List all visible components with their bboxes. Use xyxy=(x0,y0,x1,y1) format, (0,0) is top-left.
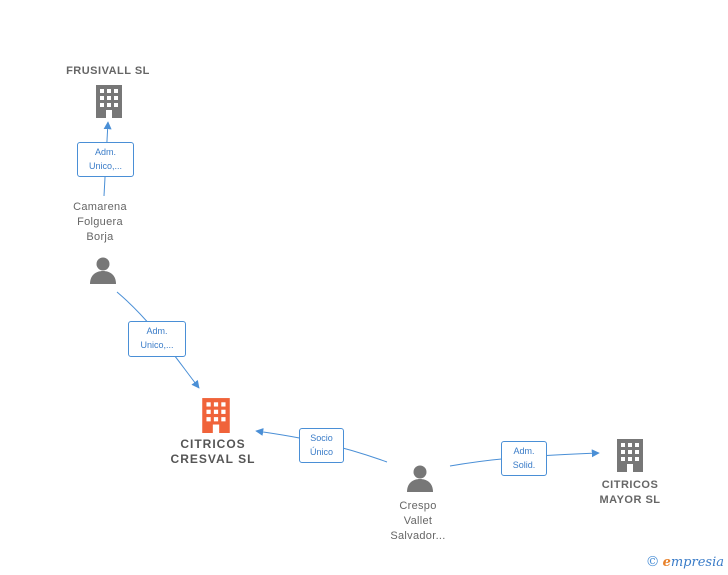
name-line: Crespo xyxy=(399,500,437,512)
person-label-crespo[interactable]: Crespo Vallet Salvador... xyxy=(368,499,468,544)
name-line: CRESVAL SL xyxy=(170,452,256,466)
name-line: Vallet xyxy=(403,515,433,527)
edge-label-line: Adm. xyxy=(513,446,535,456)
person-icon[interactable] xyxy=(406,464,434,492)
edge-label-line: Solid. xyxy=(512,460,536,470)
name-line: Camarena xyxy=(73,201,127,213)
edge-label-line: Unico,... xyxy=(140,340,174,350)
brand-name: mpresia xyxy=(670,555,724,570)
company-label-mayor[interactable]: CITRICOS MAYOR SL xyxy=(580,478,680,508)
company-label-frusivall[interactable]: FRUSIVALL SL xyxy=(66,65,150,77)
company-label-cresval[interactable]: CITRICOS CRESVAL SL xyxy=(153,437,273,467)
name-line: Folguera xyxy=(77,216,123,228)
edge-label-camarena-cresval[interactable]: Adm. Unico,... xyxy=(128,321,186,357)
edge-label-line: Socio xyxy=(310,433,333,443)
edge-label-line: Adm. xyxy=(94,147,116,157)
building-icon[interactable] xyxy=(95,84,123,118)
edge-label-line: Unico,... xyxy=(88,161,122,171)
person-icon[interactable] xyxy=(89,256,117,284)
edge-label-crespo-cresval[interactable]: Socio Único xyxy=(299,428,344,463)
person-label-camarena[interactable]: Camarena Folguera Borja xyxy=(50,200,150,245)
name-line: Salvador... xyxy=(390,530,446,542)
building-icon[interactable] xyxy=(616,438,644,472)
name-line: CITRICOS xyxy=(180,437,246,451)
edge-label-crespo-mayor[interactable]: Adm. Solid. xyxy=(501,441,547,476)
building-icon-main[interactable] xyxy=(201,397,231,433)
empresia-watermark: ©empresia xyxy=(646,554,724,570)
copyright-icon: © xyxy=(645,554,660,570)
brand-initial: e xyxy=(662,555,671,570)
edge-label-line: Adm. xyxy=(146,326,168,336)
name-line: Borja xyxy=(86,231,114,243)
name-line: CITRICOS xyxy=(601,479,659,491)
edge-label-camarena-frusivall[interactable]: Adm. Unico,... xyxy=(77,142,134,177)
edge-label-line: Único xyxy=(309,447,333,457)
name-line: MAYOR SL xyxy=(599,494,661,506)
